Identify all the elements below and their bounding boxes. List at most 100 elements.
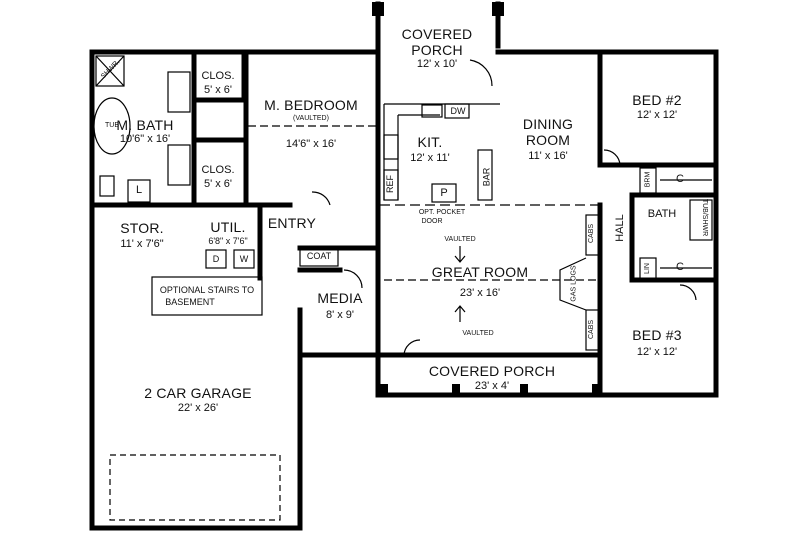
pantry-box [431,183,457,203]
door-arc-bed2 [603,149,621,166]
dryer-box [205,249,227,269]
dw-label: DW [450,106,466,116]
cabs-bottom-label: CABS [588,319,596,340]
post-bottom-2 [452,384,460,394]
opt-pocket-door-1: OPT. POCKET [418,209,466,216]
vaulted-top-label: VAULTED [444,236,476,243]
kit-size: 12' x 11' [410,152,450,164]
media-size: 8' x 9' [325,309,355,321]
ref-label: REF [385,175,395,193]
dishwasher [444,103,470,119]
closet-c1-label: C [676,173,684,185]
post-bottom-1 [380,384,388,394]
main-upper-wall [241,49,719,208]
lin-box [639,257,657,281]
tub-shwr-box [689,199,713,241]
washer-box [233,249,255,269]
porch-bottom-size: 23' x 4' [474,380,510,392]
post-bottom-4 [592,384,600,394]
door-arc-bed3 [679,284,697,301]
garage-name: 2 CAR GARAGE [144,385,252,401]
post-top-right [492,2,504,16]
cabs-top-box [585,214,601,256]
shower-box [95,55,125,87]
entry-media-walls [257,202,381,358]
entry-name: ENTRY [267,215,317,231]
vanity-top [167,71,191,113]
bed2-size: 12' x 12' [636,109,678,121]
shower-cross [95,55,125,87]
bed3-size: 12' x 12' [636,346,678,358]
closet-c2-label: C [676,261,684,273]
stairs-box [151,276,263,316]
arrow-vaulted-top [454,246,466,263]
door-arc-porch [469,59,493,87]
bed2-name: BED #2 [632,92,682,108]
cabs-bottom-box [585,309,601,351]
m-bedroom-name: M. BEDROOM [264,97,358,113]
porch-top-size: 12' x 10' [416,58,458,70]
linen-l-box [127,179,151,203]
vaulted-bottom-label: VAULTED [462,330,494,337]
tub-shape [93,97,131,155]
garage-walls [89,202,303,531]
post-top-left [372,2,384,16]
tub-shwr-label: TUB/SHWR [701,198,709,237]
m-bath-size: 10'6" x 16' [119,133,171,145]
clos2-size: 5' x 6' [203,178,233,190]
m-bedroom-size: 14'6" x 16' [285,138,337,150]
garage-door [109,454,281,521]
hall-name: HALL [613,214,626,242]
tub-label: TUB [105,122,119,129]
cabs-top-label: CABS [588,223,596,244]
coat-label: COAT [306,251,332,261]
arrow-vaulted-bottom [454,305,466,322]
bed3-name: BED #3 [632,327,682,343]
lin-label: LIN [643,263,651,274]
bar-label: BAR [481,167,492,187]
garage-size: 22' x 26' [177,402,219,414]
washer-label: W [239,254,249,264]
clos1-size: 5' x 6' [203,84,233,96]
door-arc-media [343,269,363,289]
stor-size: 11' x 7'6" [120,238,164,250]
dining-name-1: DINING [522,116,574,132]
m-bath-name: M. BATH [116,117,174,133]
coat-closet [299,247,339,267]
linen-l-label: L [135,184,143,196]
toilet [99,175,115,197]
clos1-name: CLOS. [201,70,235,82]
great-room-name: GREAT ROOM [431,264,529,280]
great-room-size: 23' x 16' [459,287,501,299]
refrigerator [383,169,399,201]
util-size: 6'8" x 7'6" [208,236,248,246]
bath-name: BATH [647,208,677,220]
dining-name-2: ROOM [525,132,571,148]
opt-pocket-door-2: DOOR [421,218,443,225]
bar-counter [477,149,493,201]
porch-top-name-1: COVERED [401,26,473,42]
media-name: MEDIA [317,290,363,306]
util-name: UTIL. [210,219,246,235]
kit-name: KIT. [417,134,443,150]
sink [421,104,443,118]
range [383,134,399,160]
porch-top-name-2: PORCH [411,42,463,58]
door-arc-porch-bottom [403,339,421,356]
brm-label: BRM [644,171,652,188]
master-wing-inner-walls [89,49,293,208]
stor-name: STOR. [120,220,164,236]
optional-stairs-2: BASEMENT [165,297,215,307]
brm-box [639,167,657,194]
porch-bottom-name: COVERED PORCH [428,363,556,379]
m-bedroom-note: (VAULTED) [293,115,329,122]
gas-logs-label: GAS LOGS [570,265,578,302]
post-bottom-3 [520,384,528,394]
vanity-bottom [167,144,191,186]
clos2-name: CLOS. [201,164,235,176]
fireplace [559,257,587,311]
optional-stairs-1: OPTIONAL STAIRS TO [159,285,255,295]
dryer-label: D [212,254,220,264]
door-arc-entry [311,191,331,206]
